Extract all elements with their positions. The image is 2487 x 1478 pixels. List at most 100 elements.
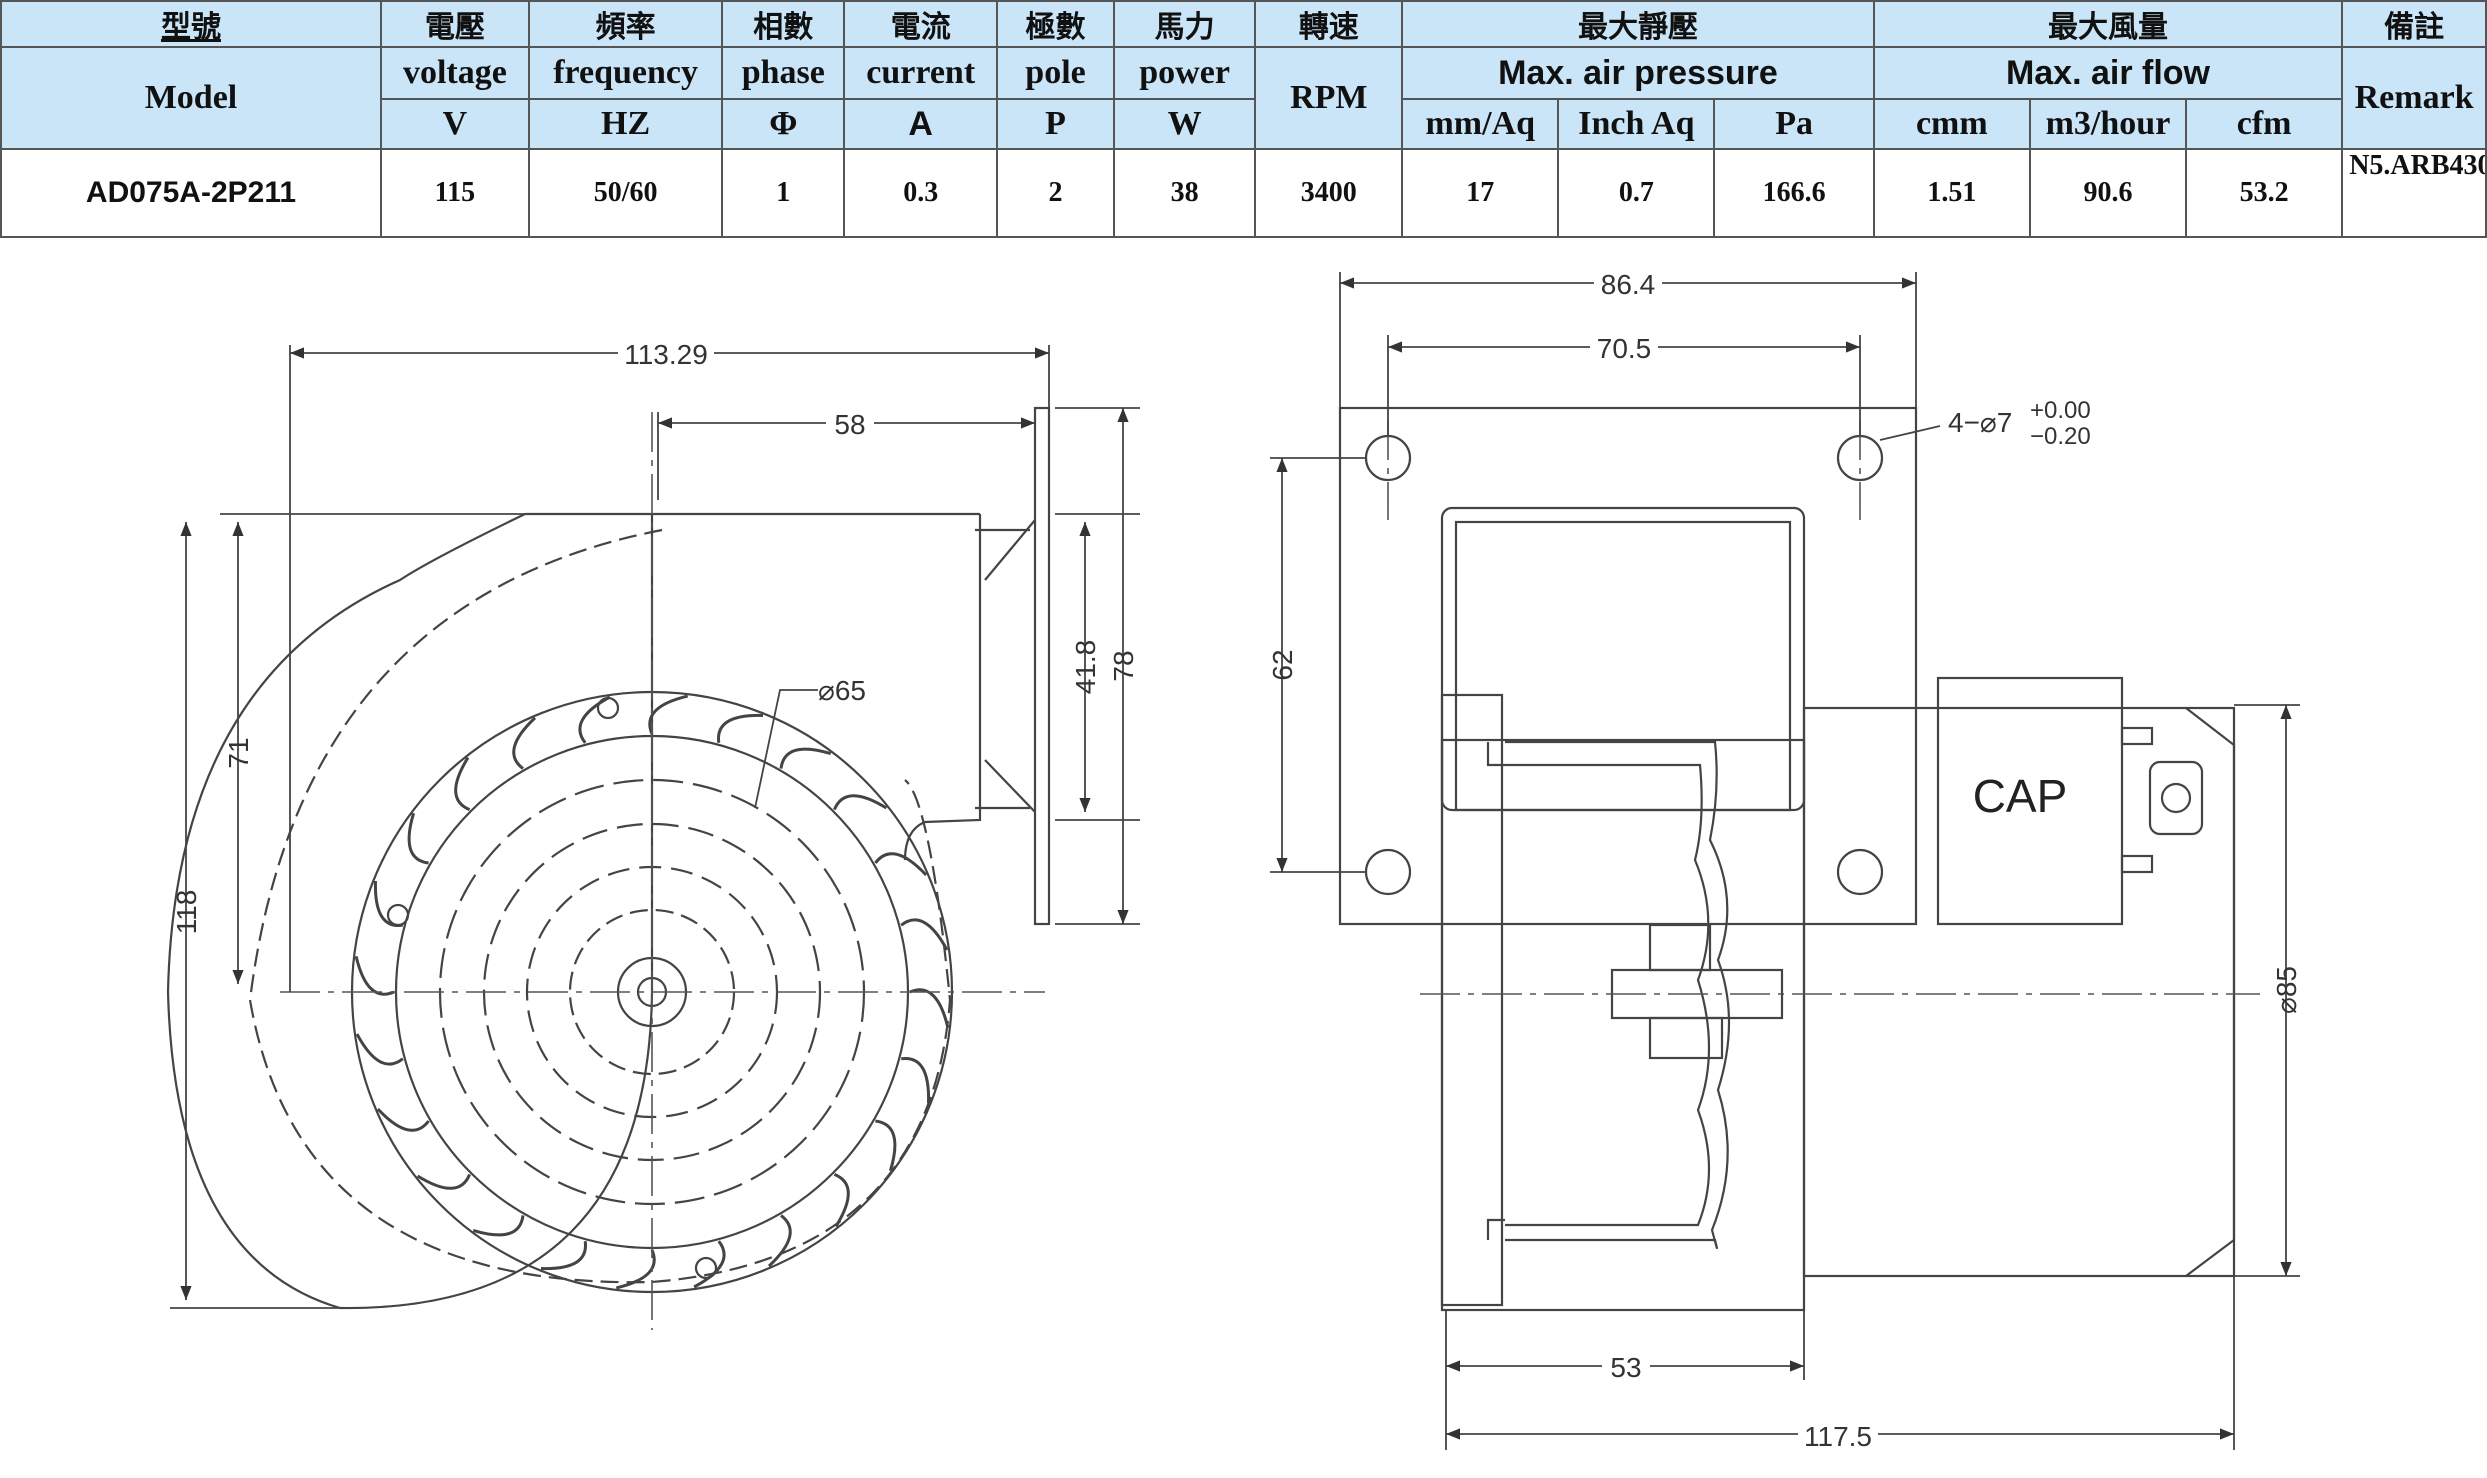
cn-header-pole: 極數 xyxy=(996,0,1115,48)
unit-voltage: V xyxy=(379,98,530,150)
impeller-blade xyxy=(416,1173,471,1190)
unit-current: A xyxy=(843,98,999,150)
dim-hole-tolerance-lower: −0.20 xyxy=(2030,423,2091,450)
cn-header-phase: 相數 xyxy=(721,0,846,48)
impeller-blade xyxy=(874,852,928,877)
impeller-blade xyxy=(909,988,950,1029)
side-view-dimensions xyxy=(170,345,1140,1309)
en-header-airflow: Max. air flow xyxy=(1872,46,2344,100)
unit-frequency: HZ xyxy=(527,98,724,150)
unit-pole: P xyxy=(996,98,1115,150)
mount-hole-bottom-left xyxy=(1364,848,1412,896)
screw-hole-top xyxy=(596,696,620,720)
dim-housing-depth: 53 xyxy=(1610,1352,1641,1383)
en-header-phase: phase xyxy=(721,46,846,100)
cn-header-airflow: 最大風量 xyxy=(1872,0,2344,48)
dim-flange-width: 86.4 xyxy=(1601,269,1656,300)
cell-remark: N5.ARB430 xyxy=(2341,148,2487,238)
en-header-remark: Remark xyxy=(2341,46,2487,150)
impeller-blade xyxy=(767,1214,792,1268)
dim-impeller-diameter: ⌀65 xyxy=(818,675,866,706)
cell-inch-aq: 0.7 xyxy=(1557,148,1716,238)
capacitor-label: CAP xyxy=(1973,770,2068,822)
impeller-blade xyxy=(472,1215,525,1237)
dim-overall-width: 113.29 xyxy=(624,339,708,370)
impeller-blade xyxy=(900,1057,931,1104)
unit-phase: Φ xyxy=(721,98,846,150)
unit-power: W xyxy=(1112,98,1257,150)
cell-power: 38 xyxy=(1112,148,1257,238)
clip-top-left xyxy=(1486,742,1505,767)
outlet-duct xyxy=(903,514,982,861)
cn-header-current: 電流 xyxy=(843,0,999,48)
front-view-dimensions xyxy=(1270,272,2300,1450)
capacitor-bracket-hole xyxy=(2160,782,2192,814)
impeller-blade xyxy=(833,794,888,811)
dim-outlet-depth: 58 xyxy=(834,409,865,440)
impeller-blade xyxy=(540,1240,587,1271)
en-header-rpm: RPM xyxy=(1254,46,1404,150)
impeller-profile xyxy=(1505,740,1731,1250)
capacitor-box xyxy=(1936,676,2124,926)
cell-frequency: 50/60 xyxy=(527,148,724,238)
dim-hole-spec: 4−⌀7 xyxy=(1948,407,2012,438)
en-header-current: current xyxy=(843,46,999,100)
impeller-blade xyxy=(615,1249,656,1290)
impeller-blade xyxy=(875,1119,897,1172)
unit-cfm: cfm xyxy=(2185,98,2344,150)
side-view-centerlines xyxy=(280,412,1045,1330)
dim-flange-height: 78 xyxy=(1108,650,1139,681)
impeller-blade xyxy=(578,695,611,744)
clip-bottom-left xyxy=(1486,1218,1505,1240)
impeller-profile-2 xyxy=(1505,763,1711,1227)
dim-axis-height: 71 xyxy=(223,737,254,768)
impeller-blade xyxy=(779,747,832,769)
housing-side-left xyxy=(1440,693,1504,1307)
front-view-centerlines xyxy=(1387,420,2260,995)
front-view xyxy=(1338,406,2236,1312)
spec-table: 型號 電壓 頻率 相數 電流 極數 馬力 轉速 最大靜壓 最大風量 備註 Mod… xyxy=(0,0,2487,238)
impeller-blade xyxy=(376,1107,430,1132)
motor-end-cap xyxy=(2185,707,2236,1277)
screw-hole-left xyxy=(386,903,410,927)
impeller-blades xyxy=(354,694,950,1290)
en-header-voltage: voltage xyxy=(379,46,530,100)
mounting-flange xyxy=(1033,406,1051,926)
en-header-pole: pole xyxy=(996,46,1115,100)
scroll-housing xyxy=(166,512,980,1310)
scroll-housing-inner xyxy=(248,528,952,1284)
en-header-pressure: Max. air pressure xyxy=(1401,46,1875,100)
cell-current: 0.3 xyxy=(843,148,999,238)
en-header-model: Model xyxy=(0,46,382,150)
unit-m3-hour: m3/hour xyxy=(2028,98,2188,150)
cell-model: AD075A-2P211 xyxy=(0,148,382,238)
front-view-dimension-labels: 86.4 70.5 62 4−⌀7 +0.00 −0.20 ⌀85 53 117… xyxy=(1267,266,2302,1452)
dim-outlet-height: 41.8 xyxy=(1070,640,1101,695)
impeller-blade xyxy=(648,694,689,735)
cell-voltage: 115 xyxy=(379,148,530,238)
cell-cfm: 53.2 xyxy=(2185,148,2344,238)
capacitor-terminal-1 xyxy=(2120,726,2154,746)
unit-mm-aq: mm/Aq xyxy=(1401,98,1560,150)
cn-header-rpm: 轉速 xyxy=(1254,0,1404,48)
impeller-blade xyxy=(354,955,395,996)
cell-phase: 1 xyxy=(721,148,846,238)
dim-overall-length: 117.5 xyxy=(1804,1421,1872,1452)
flange-plate xyxy=(1338,406,1918,926)
impeller-blade xyxy=(717,713,764,744)
cn-header-frequency: 頻率 xyxy=(527,0,724,48)
cell-m3-hour: 90.6 xyxy=(2028,148,2188,238)
outlet-duct-inner xyxy=(975,528,1030,810)
impeller-blade xyxy=(407,812,429,865)
outlet-taper xyxy=(984,519,1036,813)
capacitor-bracket xyxy=(2148,760,2204,836)
en-header-power: power xyxy=(1112,46,1257,100)
impeller-blade xyxy=(833,1173,850,1228)
cn-header-voltage: 電壓 xyxy=(379,0,530,48)
screw-hole-bottom xyxy=(694,1256,718,1280)
header-row-chinese: 型號 電壓 頻率 相數 電流 極數 馬力 轉速 最大靜壓 最大風量 備註 xyxy=(0,0,2487,48)
impeller-blade xyxy=(454,756,471,811)
unit-cmm: cmm xyxy=(1872,98,2031,150)
side-view-dimension-labels: 113.29 58 ⌀65 41.8 78 71 118 xyxy=(171,336,1139,934)
